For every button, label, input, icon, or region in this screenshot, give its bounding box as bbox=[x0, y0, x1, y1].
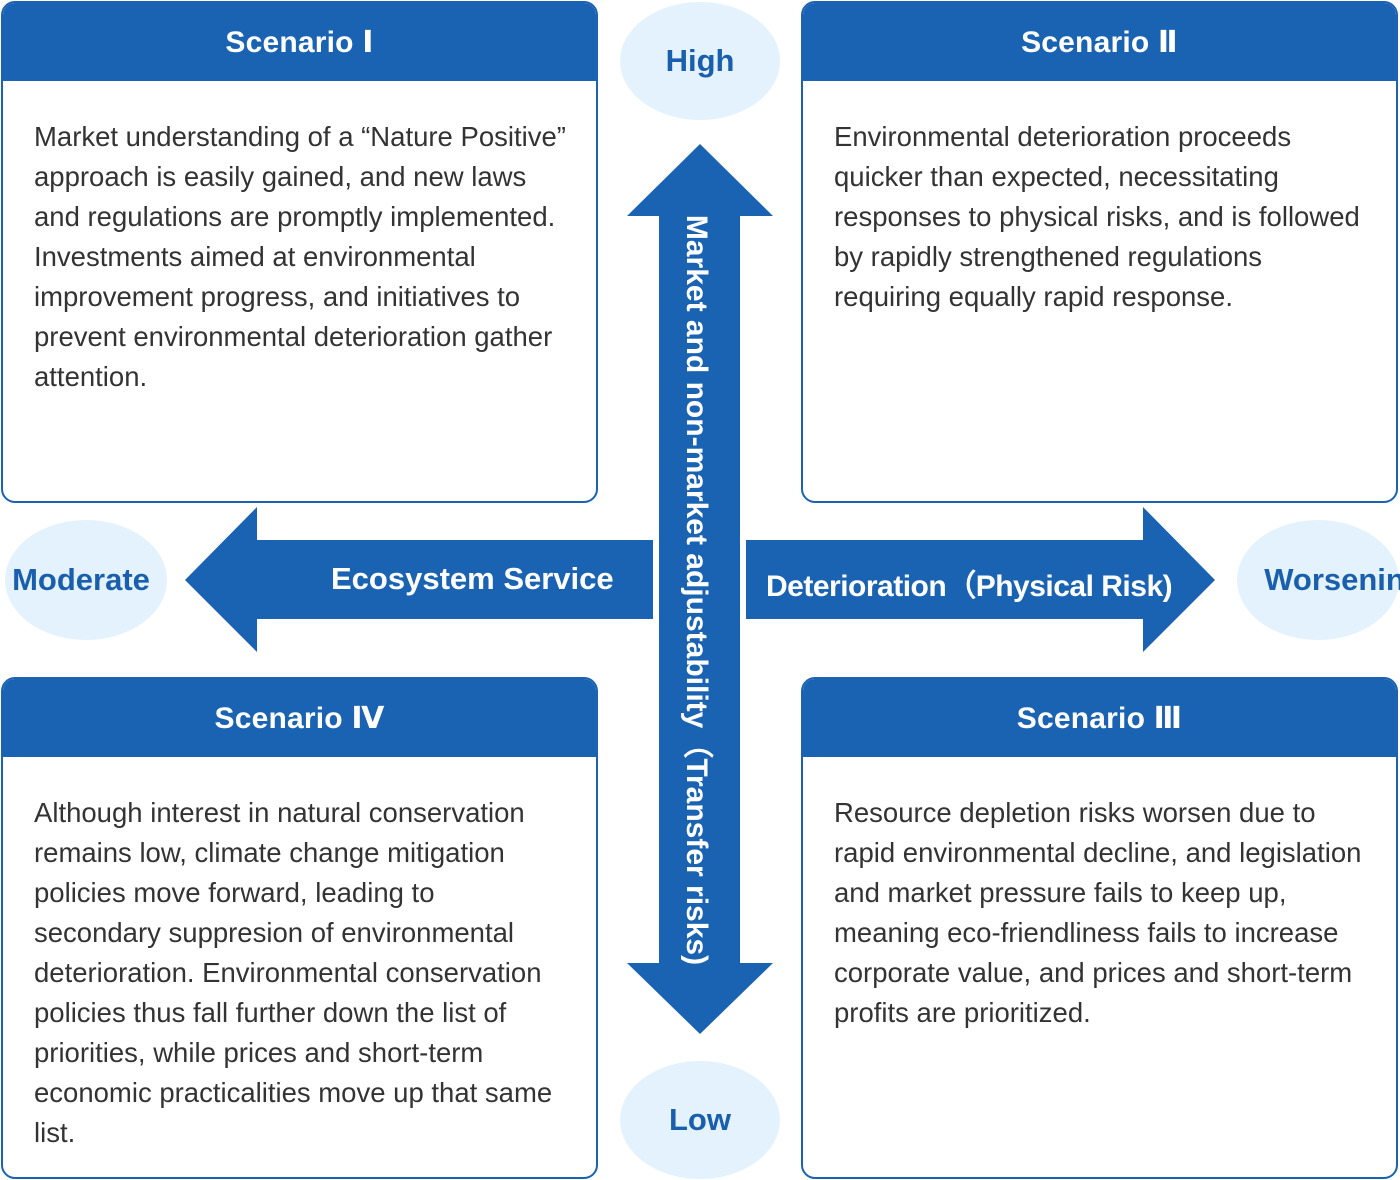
axis-moderate-label: Moderate bbox=[12, 562, 150, 597]
vertical-double-arrow bbox=[627, 144, 773, 1034]
right-arrow bbox=[746, 507, 1215, 652]
axis-low-bubble: Low bbox=[620, 1061, 780, 1179]
scenario-4-description: Although interest in natural conservatio… bbox=[34, 797, 553, 1148]
scenario-4-title: Scenario Ⅳ bbox=[3, 679, 596, 757]
axis-low-label: Low bbox=[669, 1102, 731, 1137]
scenario-2-title: Scenario Ⅱ bbox=[803, 3, 1396, 81]
left-arrow bbox=[185, 507, 653, 652]
scenario-1-title: Scenario Ⅰ bbox=[3, 3, 596, 81]
market-adjustability-label: Market and non-market adjustability（Tran… bbox=[680, 214, 713, 966]
deterioration-label: Deterioration（Physical Risk) bbox=[766, 570, 1173, 603]
scenario-1-card: Scenario Ⅰ Market understanding of a “Na… bbox=[1, 1, 598, 503]
ecosystem-service-label: Ecosystem Service bbox=[331, 561, 614, 596]
scenario-3-card: Scenario Ⅲ Resource depletion risks wors… bbox=[801, 677, 1398, 1179]
scenario-3-description: Resource depletion risks worsen due to r… bbox=[834, 797, 1362, 1028]
axis-high-bubble: High bbox=[620, 2, 780, 120]
scenario-1-description: Market understanding of a “Nature Positi… bbox=[34, 121, 566, 392]
scenario-3-title: Scenario Ⅲ bbox=[803, 679, 1396, 757]
axis-high-label: High bbox=[665, 43, 735, 78]
axis-moderate-bubble: Moderate bbox=[5, 520, 167, 640]
axis-worsening-bubble: Worsening bbox=[1237, 520, 1400, 640]
axis-worsening-label: Worsening bbox=[1264, 562, 1400, 597]
scenario-4-card: Scenario Ⅳ Although interest in natural … bbox=[1, 677, 598, 1179]
scenario-2-card: Scenario Ⅱ Environmental deterioration p… bbox=[801, 1, 1398, 503]
scenario-2-description: Environmental deterioration proceeds qui… bbox=[834, 121, 1360, 312]
